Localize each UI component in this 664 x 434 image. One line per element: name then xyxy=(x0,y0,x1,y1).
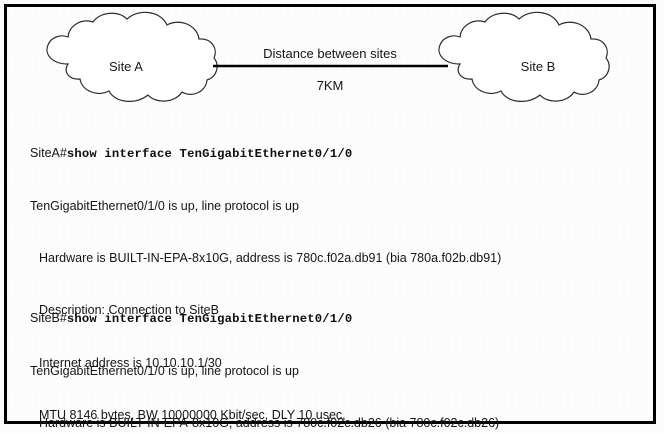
cli-command-b: show interface TenGigabitEthernet0/1/0 xyxy=(66,311,353,326)
cli-line: MTU 8146 bytes, BW 10000000 Kbit/sec, DL… xyxy=(39,407,346,422)
cli-prompt-line-b: SiteB#show interface TenGigabitEthernet0… xyxy=(30,310,648,328)
link-distance-line-2: 7KM xyxy=(316,78,344,93)
cli-line: Description: Connection to SiteB xyxy=(39,303,219,318)
link-distance-line-1: Distance between sites xyxy=(263,46,397,61)
cli-prompt-line-a: SiteA#show interface TenGigabitEthernet0… xyxy=(30,145,648,163)
network-topology-diagram: Site A Site B Distance between sites 7KM xyxy=(8,8,652,108)
topology-svg xyxy=(46,11,610,102)
cli-prompt-host-b: SiteB# xyxy=(30,310,67,325)
cli-line: Internet address is 10.10.10.1/30 xyxy=(39,355,222,370)
cli-line: Hardware is BUILT-IN-EPA-8x10G, address … xyxy=(39,251,502,266)
cli-command-a: show interface TenGigabitEthernet0/1/0 xyxy=(66,146,353,161)
cli-prompt-host-a: SiteA# xyxy=(30,145,67,160)
cloud-icon-site-b xyxy=(438,11,610,102)
link-distance-caption: Distance between sites 7KM xyxy=(230,30,430,94)
cloud-icon-site-a xyxy=(46,11,218,102)
site-a-label: Site A xyxy=(109,59,143,74)
cli-output-site-a: SiteA#show interface TenGigabitEthernet0… xyxy=(30,110,648,434)
cli-line: TenGigabitEthernet0/1/0 is up, line prot… xyxy=(30,364,299,379)
cli-output-site-b: SiteB#show interface TenGigabitEthernet0… xyxy=(30,275,648,434)
site-b-label: Site B xyxy=(520,59,556,74)
image-frame-border xyxy=(4,4,656,424)
cli-line: TenGigabitEthernet0/1/0 is up, line prot… xyxy=(30,199,299,214)
cli-line: Hardware is BUILT-IN-EPA-8x10G, address … xyxy=(39,416,500,431)
